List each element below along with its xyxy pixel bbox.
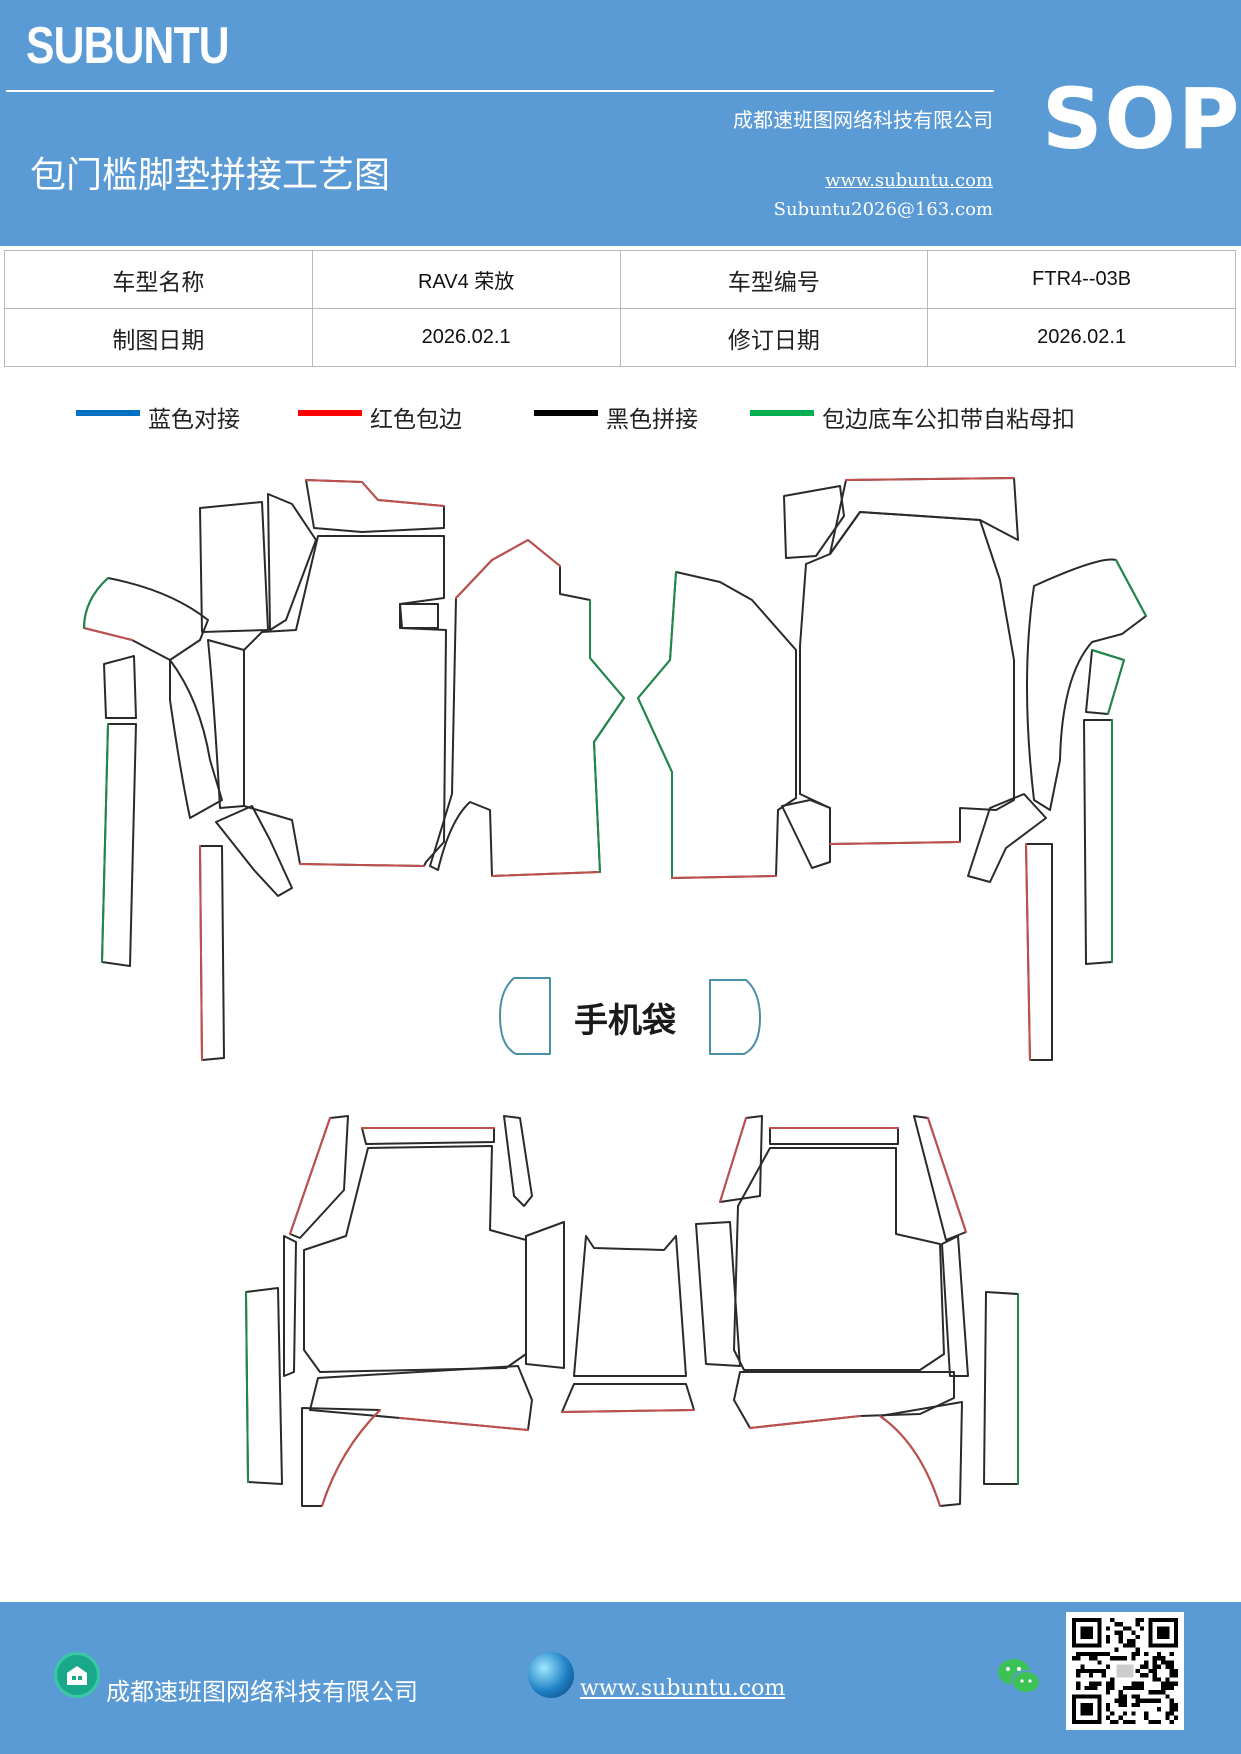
model-name-label: 车型名称	[4, 250, 313, 309]
rear-mats	[245, 1115, 1019, 1507]
model-code-label: 车型编号	[619, 250, 929, 309]
legend-item-red: 红色包边	[298, 400, 462, 434]
legend-swatch	[298, 410, 362, 416]
qr-code-image	[1066, 1612, 1184, 1730]
footer-company-name: 成都速班图网络科技有限公司	[106, 1678, 418, 1706]
footer-banner: 成都速班图网络科技有限公司 www.subuntu.com	[0, 1602, 1241, 1754]
model-code-value: FTR4--03B	[927, 250, 1236, 309]
header-banner: SUBUNTU 成都速班图网络科技有限公司 包门槛脚垫拼接工艺图 www.sub…	[0, 0, 1241, 246]
revise-date-value: 2026.02.1	[927, 308, 1236, 367]
building-icon	[54, 1652, 100, 1698]
mat-pattern-diagram	[83, 477, 1147, 1507]
table-row: 制图日期 2026.02.1 修订日期 2026.02.1	[4, 308, 1236, 367]
revise-date-label: 修订日期	[619, 308, 929, 367]
wechat-icon[interactable]	[996, 1654, 1042, 1698]
draw-date-value: 2026.02.1	[311, 308, 621, 367]
legend-swatch	[76, 410, 140, 416]
legend-swatch	[750, 410, 814, 416]
color-legend: 蓝色对接 红色包边 黑色拼接 包边底车公扣带自粘母扣	[0, 400, 1241, 440]
model-name-value: RAV4 荣放	[311, 250, 621, 309]
footer-website-link[interactable]: www.subuntu.com	[580, 1676, 786, 1701]
front-edge-highlights	[83, 477, 1147, 1061]
front-left-mats	[83, 479, 625, 1061]
legend-item-black: 黑色拼接	[534, 400, 698, 434]
legend-label: 蓝色对接	[148, 407, 240, 433]
phone-pocket-label: 手机袋	[574, 1001, 676, 1041]
legend-item-blue: 蓝色对接	[76, 400, 240, 434]
legend-swatch	[534, 410, 598, 416]
draw-date-label: 制图日期	[4, 308, 313, 367]
front-right-mats	[637, 477, 1147, 1061]
page-title: 包门槛脚垫拼接工艺图	[30, 155, 391, 196]
table-row: 车型名称 RAV4 荣放 车型编号 FTR4--03B	[4, 250, 1236, 309]
legend-label: 包边底车公扣带自粘母扣	[822, 407, 1075, 433]
globe-icon	[528, 1652, 574, 1698]
brand-logo-text: SUBUNTU	[26, 17, 230, 75]
phone-pocket-pieces	[499, 977, 761, 1055]
header-divider	[6, 90, 994, 92]
header-company-name: 成都速班图网络科技有限公司	[733, 108, 993, 132]
sop-badge: SOP	[1042, 70, 1241, 168]
header-email: Subuntu2026@163.com	[773, 199, 993, 220]
rear-edge-highlights	[245, 1117, 1019, 1507]
legend-label: 红色包边	[370, 407, 462, 433]
info-table: 车型名称 RAV4 荣放 车型编号 FTR4--03B 制图日期 2026.02…	[4, 250, 1236, 367]
legend-label: 黑色拼接	[606, 407, 698, 433]
legend-item-green: 包边底车公扣带自粘母扣	[750, 400, 1075, 434]
header-website-link[interactable]: www.subuntu.com	[825, 170, 993, 191]
